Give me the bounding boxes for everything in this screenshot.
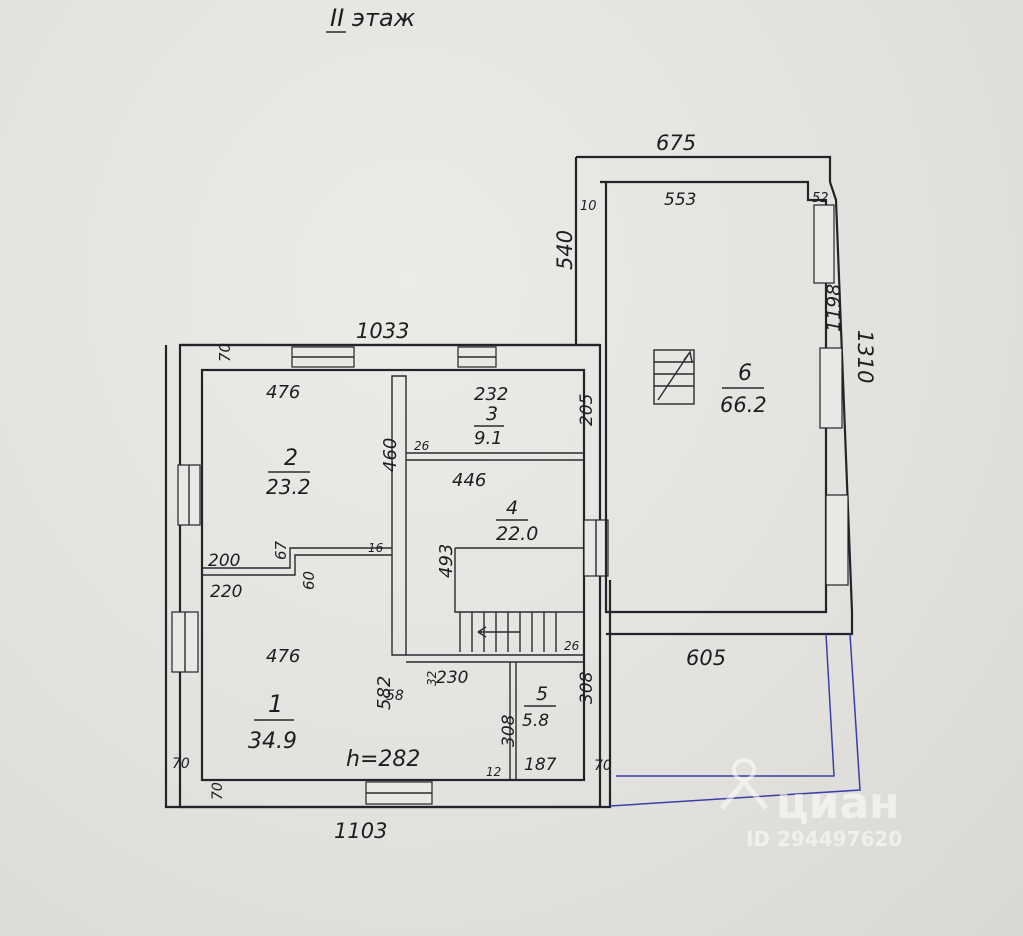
dim-ext-left: 540 xyxy=(553,230,577,270)
dim-ext-bottom: 605 xyxy=(686,646,726,670)
dim-12: 12 xyxy=(486,765,501,779)
dim-52: 52 xyxy=(812,191,829,206)
watermark: циан ID 294497620 xyxy=(720,758,902,851)
watermark-brand: циан xyxy=(776,778,900,829)
main-outer-wall xyxy=(164,345,612,809)
ext-window-1 xyxy=(813,204,835,284)
ext-outer-wall-right xyxy=(606,181,854,636)
dim-top-ext: 675 xyxy=(656,131,696,155)
room-1-label: 1 34.9 xyxy=(248,690,297,754)
dim-26-a: 26 xyxy=(414,439,430,453)
dim-220: 220 xyxy=(210,582,242,602)
room-number: 1 xyxy=(268,690,283,718)
partition-room5 xyxy=(509,662,517,780)
dim-bottom-main: 1103 xyxy=(334,819,387,843)
dim-67: 67 xyxy=(272,540,290,560)
room-2-label: 2 23.2 xyxy=(266,446,311,499)
dim-446: 446 xyxy=(452,470,486,491)
room-area: 9.1 xyxy=(474,428,503,449)
room-3-label: 3 9.1 xyxy=(474,403,504,449)
room-area: 66.2 xyxy=(720,393,767,417)
dim-16: 16 xyxy=(368,541,384,555)
dim-32: 32 xyxy=(425,671,439,686)
room-area: 5.8 xyxy=(522,711,549,731)
dim-476-r1: 476 xyxy=(266,646,300,667)
stair-treads xyxy=(459,612,557,652)
dim-60: 60 xyxy=(300,571,318,590)
dim-200: 200 xyxy=(208,551,240,571)
blue-outline xyxy=(609,633,861,807)
partition-room4-bottom xyxy=(406,654,584,663)
ext-top-edge xyxy=(576,157,830,457)
dim-460: 460 xyxy=(380,438,401,472)
dim-70-right: 70 xyxy=(594,758,612,774)
ext-window-3 xyxy=(825,494,849,586)
partition-room2-room1 xyxy=(202,547,392,576)
blue-outline-inner xyxy=(616,633,835,777)
room-area: 23.2 xyxy=(266,475,311,499)
room-number: 2 xyxy=(284,446,298,471)
watermark-id: ID 294497620 xyxy=(746,827,902,851)
partition-vertical xyxy=(391,375,407,656)
room-number: 4 xyxy=(506,497,518,519)
ext-inner-wall xyxy=(600,180,828,614)
dim-70-tl: 70 xyxy=(216,343,234,362)
partition-room3-room4 xyxy=(406,452,584,461)
dim-70-bottom: 70 xyxy=(210,782,226,800)
dim-70-left: 70 xyxy=(172,756,190,772)
dim-232: 232 xyxy=(474,384,508,405)
room-6-label: 6 66.2 xyxy=(720,361,767,417)
dim-230: 230 xyxy=(436,668,468,688)
room-number: 6 xyxy=(738,361,752,386)
dim-26-b: 26 xyxy=(564,639,580,653)
floor-title: II этаж xyxy=(330,4,416,32)
stair-outline xyxy=(454,547,584,613)
dim-205: 205 xyxy=(577,394,597,426)
ext-stair-symbol xyxy=(653,349,695,405)
dim-308-a: 308 xyxy=(499,714,519,747)
dim-1198: 1198 xyxy=(823,284,845,332)
room-number: 3 xyxy=(486,403,498,425)
dim-top-main: 1033 xyxy=(356,319,409,343)
dim-ext-right: 1310 xyxy=(853,330,877,383)
dim-553: 553 xyxy=(664,190,696,210)
ext-outer-wall-top xyxy=(574,155,832,345)
ceiling-height: h=282 xyxy=(346,747,420,772)
room-area: 34.9 xyxy=(248,729,297,754)
room-5-label: 5 5.8 xyxy=(522,683,556,731)
room-area: 22.0 xyxy=(496,523,538,545)
room-4-label: 4 22.0 xyxy=(496,497,538,545)
dim-582: 582 xyxy=(374,676,395,710)
ext-window-2 xyxy=(819,347,843,429)
dim-493: 493 xyxy=(436,544,457,578)
dim-10: 10 xyxy=(580,199,597,214)
dim-58: 58 xyxy=(386,688,404,704)
room-number: 5 xyxy=(536,683,548,705)
location-pin-icon xyxy=(720,758,768,810)
dim-308-b: 308 xyxy=(577,671,597,704)
dim-187: 187 xyxy=(524,755,557,775)
dim-476-r2: 476 xyxy=(266,382,300,403)
main-outer-wall-top-left xyxy=(178,343,602,809)
